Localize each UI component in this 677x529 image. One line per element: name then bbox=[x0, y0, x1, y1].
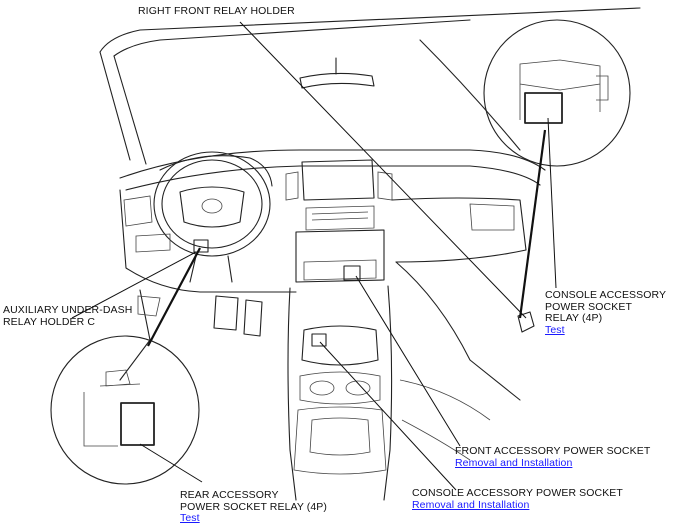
console-relay-test-link[interactable]: Test bbox=[545, 323, 565, 336]
label-console-accessory-socket: CONSOLE ACCESSORY POWER SOCKET Removal a… bbox=[412, 487, 623, 511]
rearview-mirror bbox=[299, 72, 375, 89]
label-aux-under-dash-relay: AUXILIARY UNDER-DASH RELAY HOLDER C bbox=[3, 304, 133, 328]
leader-aux-relay bbox=[71, 251, 197, 319]
front-socket-removal-link[interactable]: Removal and Installation bbox=[455, 456, 573, 469]
left-switch-panel bbox=[135, 233, 171, 253]
rear-relay-detail-base bbox=[83, 369, 141, 447]
passenger-dash bbox=[391, 197, 527, 263]
a-pillar-right bbox=[419, 39, 521, 151]
steering-hub bbox=[179, 186, 245, 228]
stack-pocket bbox=[303, 259, 377, 281]
leader-console-relay bbox=[547, 117, 557, 289]
front-socket-text: FRONT ACCESSORY POWER SOCKET bbox=[455, 445, 651, 457]
left-dash-lower bbox=[119, 189, 297, 293]
dashboard-top bbox=[119, 149, 546, 179]
rear-relay-block bbox=[120, 402, 155, 446]
passenger-floor bbox=[399, 379, 491, 461]
right-relay-holder-marker bbox=[517, 311, 535, 333]
cupholders bbox=[299, 371, 381, 405]
label-rear-accessory-relay: REAR ACCESSORY POWER SOCKET RELAY (4P) T… bbox=[180, 489, 328, 525]
rear-relay-line2: POWER SOCKET RELAY (4P) bbox=[180, 500, 328, 513]
rear-relay-test-link[interactable]: Test bbox=[180, 512, 200, 524]
console-socket-removal-link[interactable]: Removal and Installation bbox=[412, 498, 530, 511]
aux-relay-line2: RELAY HOLDER C bbox=[3, 315, 96, 328]
passenger-lower bbox=[395, 261, 521, 401]
aux-relay-line1: AUXILIARY UNDER-DASH bbox=[3, 304, 133, 316]
leader-console-socket bbox=[319, 341, 457, 491]
windshield-frame-left bbox=[99, 51, 131, 161]
center-console bbox=[287, 285, 393, 501]
steering-emblem bbox=[201, 198, 223, 214]
label-console-accessory-relay: CONSOLE ACCESSORY POWER SOCKET RELAY (4P… bbox=[545, 289, 667, 336]
passenger-vent bbox=[469, 203, 515, 231]
rear-relay-detail-circle bbox=[50, 335, 200, 485]
pedal-brake bbox=[213, 295, 239, 331]
console-socket-marker bbox=[311, 333, 327, 347]
console-relay-line3: RELAY (4P) bbox=[545, 312, 603, 324]
console-lid bbox=[293, 406, 387, 475]
leader-right-front-relay bbox=[239, 21, 527, 319]
leader-console-relay-arrow bbox=[518, 129, 547, 319]
right-front-relay-holder-text: RIGHT FRONT RELAY HOLDER bbox=[138, 5, 295, 17]
cupholder-left bbox=[309, 380, 335, 396]
kick-panel bbox=[137, 295, 161, 317]
leader-rear-relay bbox=[139, 443, 203, 483]
shifter-area bbox=[301, 325, 379, 366]
instrument-hood bbox=[159, 155, 273, 187]
console-relay-block bbox=[524, 92, 563, 124]
climate-buttons bbox=[311, 211, 369, 221]
center-stack bbox=[295, 229, 385, 283]
center-vents bbox=[285, 171, 393, 201]
steering-wheel-outer bbox=[153, 151, 271, 257]
climate-panel bbox=[305, 205, 375, 231]
front-socket-marker bbox=[343, 265, 361, 281]
steering-column bbox=[189, 255, 233, 283]
console-relay-detail-base bbox=[519, 59, 601, 120]
steering-wheel-inner bbox=[161, 159, 263, 249]
windshield-top bbox=[99, 7, 641, 53]
console-socket-text: CONSOLE ACCESSORY POWER SOCKET bbox=[412, 487, 623, 499]
cupholder-right bbox=[345, 380, 371, 396]
label-front-accessory-socket: FRONT ACCESSORY POWER SOCKET Removal and… bbox=[455, 445, 651, 469]
infotainment-screen bbox=[301, 159, 375, 201]
left-vent bbox=[123, 195, 153, 227]
label-right-front-relay-holder: RIGHT FRONT RELAY HOLDER bbox=[138, 5, 295, 18]
leader-rear-relay-arrow bbox=[147, 247, 201, 347]
console-relay-detail-connector bbox=[596, 75, 609, 101]
console-lid-detail bbox=[309, 417, 371, 456]
pedal-accelerator bbox=[243, 299, 263, 337]
console-relay-line2: POWER SOCKET bbox=[545, 300, 632, 313]
leader-front-socket bbox=[355, 275, 461, 447]
console-relay-detail-circle bbox=[483, 19, 631, 167]
dashboard-lip bbox=[125, 165, 541, 191]
windshield-inner-top bbox=[113, 19, 471, 57]
console-relay-line1: CONSOLE ACCESSORY bbox=[545, 289, 667, 301]
rear-relay-line1: REAR ACCESSORY bbox=[180, 489, 279, 501]
aux-relay-holder-marker bbox=[193, 239, 209, 253]
windshield-inner-left bbox=[113, 55, 147, 165]
